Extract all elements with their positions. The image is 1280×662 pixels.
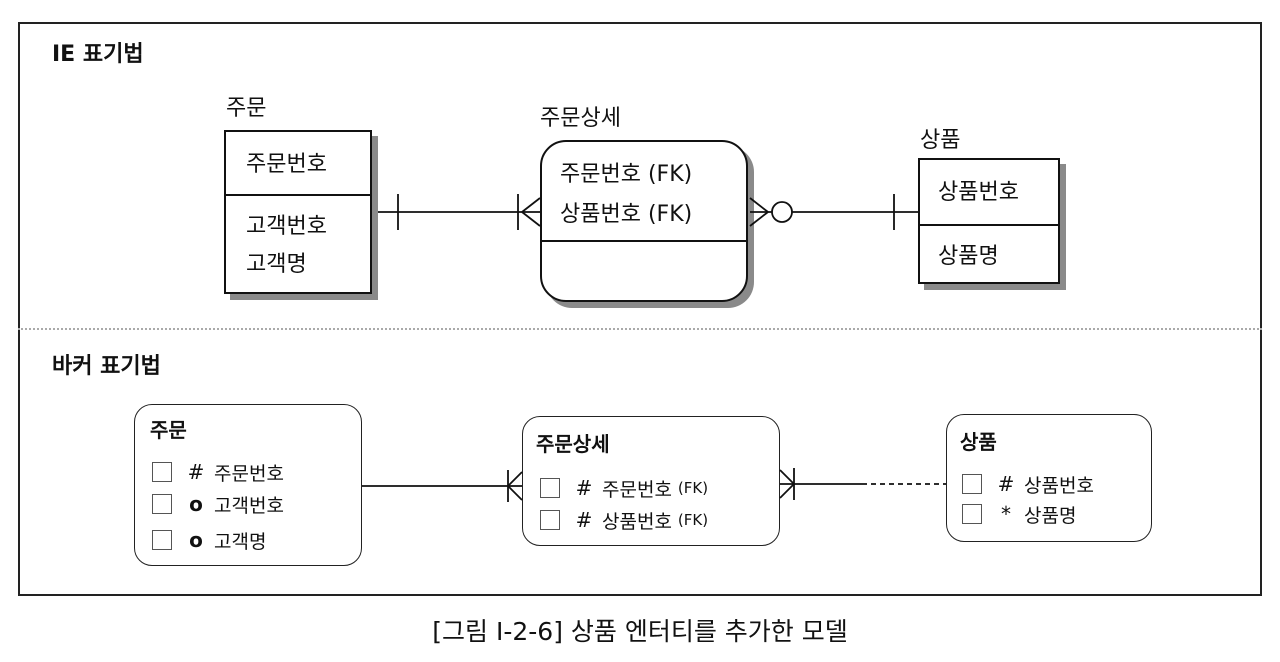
ie-order-entity	[224, 130, 372, 294]
fk-label: (FK)	[677, 511, 709, 529]
ie-detail-pk-attr: 상품번호 (FK)	[560, 202, 693, 227]
ie-order-key-divider	[226, 194, 370, 196]
ie-detail-pk-attr: 주문번호 (FK)	[560, 162, 693, 187]
section-divider	[18, 328, 1262, 330]
barker-attr-label: 주문번호	[214, 462, 284, 485]
barker-order-row: # 주문번호	[152, 460, 284, 485]
ie-product-attr: 상품명	[938, 244, 999, 269]
figure-frame	[18, 22, 1262, 596]
barker-product-row: * 상품명	[962, 502, 1077, 527]
barker-attr-label: 주문번호	[602, 478, 672, 501]
ie-crowfoot	[521, 211, 541, 227]
barker-crowfoot	[507, 471, 523, 487]
ie-section-title: IE 표기법	[52, 42, 144, 67]
checkbox-icon	[152, 462, 172, 482]
barker-crowfoot	[779, 469, 795, 485]
ie-optional-circle	[771, 201, 793, 223]
barker-product-row: # 상품번호	[962, 472, 1094, 497]
fk-label: (FK)	[677, 479, 709, 497]
checkbox-icon	[540, 510, 560, 530]
ie-order-attr: 고객명	[246, 252, 307, 277]
mandatory-attr-symbol: *	[1001, 502, 1011, 526]
ie-product-name: 상품	[920, 128, 961, 153]
checkbox-icon	[962, 474, 982, 494]
ie-order-attr: 고객번호	[246, 214, 327, 239]
checkbox-icon	[962, 504, 982, 524]
barker-detail-entity	[522, 416, 780, 546]
primary-key-symbol: #	[575, 508, 593, 532]
ie-crowfoot	[521, 197, 541, 213]
figure-caption: [그림 Ⅰ-2-6] 상품 엔터티를 추가한 모델	[432, 617, 848, 646]
primary-key-symbol: #	[187, 460, 205, 484]
barker-crowfoot	[507, 485, 523, 501]
barker-order-name: 주문	[150, 418, 187, 442]
checkbox-icon	[152, 494, 172, 514]
barker-attr-label: 고객명	[214, 530, 267, 553]
ie-product-key-divider	[920, 224, 1058, 226]
barker-detail-name: 주문상세	[536, 432, 610, 456]
ie-product-entity	[918, 158, 1060, 284]
barker-attr-label: 상품번호	[602, 510, 672, 533]
ie-detail-key-divider	[542, 240, 746, 242]
checkbox-icon	[152, 530, 172, 550]
ie-crowfoot	[749, 197, 769, 213]
barker-attr-label: 상품명	[1024, 504, 1077, 527]
barker-attr-label: 상품번호	[1024, 474, 1094, 497]
barker-order-entity	[134, 404, 362, 566]
barker-order-row: o 고객명	[152, 528, 267, 553]
barker-crowfoot	[779, 483, 795, 499]
barker-section-title: 바커 표기법	[52, 354, 161, 379]
ie-order-pk-attr: 주문번호	[246, 152, 327, 177]
barker-order-row: o 고객번호	[152, 492, 284, 517]
ie-product-pk-attr: 상품번호	[938, 180, 1019, 205]
ie-crowfoot	[749, 211, 769, 227]
ie-detail-name: 주문상세	[540, 106, 621, 131]
optional-attr-symbol: o	[189, 528, 203, 552]
barker-attr-label: 고객번호	[214, 494, 284, 517]
checkbox-icon	[540, 478, 560, 498]
primary-key-symbol: #	[997, 472, 1015, 496]
barker-detail-row: # 상품번호 (FK)	[540, 508, 709, 533]
optional-attr-symbol: o	[189, 492, 203, 516]
barker-product-name: 상품	[960, 430, 997, 454]
primary-key-symbol: #	[575, 476, 593, 500]
barker-detail-row: # 주문번호 (FK)	[540, 476, 709, 501]
ie-detail-entity	[540, 140, 748, 302]
ie-order-name: 주문	[226, 96, 267, 121]
barker-product-entity	[946, 414, 1152, 542]
